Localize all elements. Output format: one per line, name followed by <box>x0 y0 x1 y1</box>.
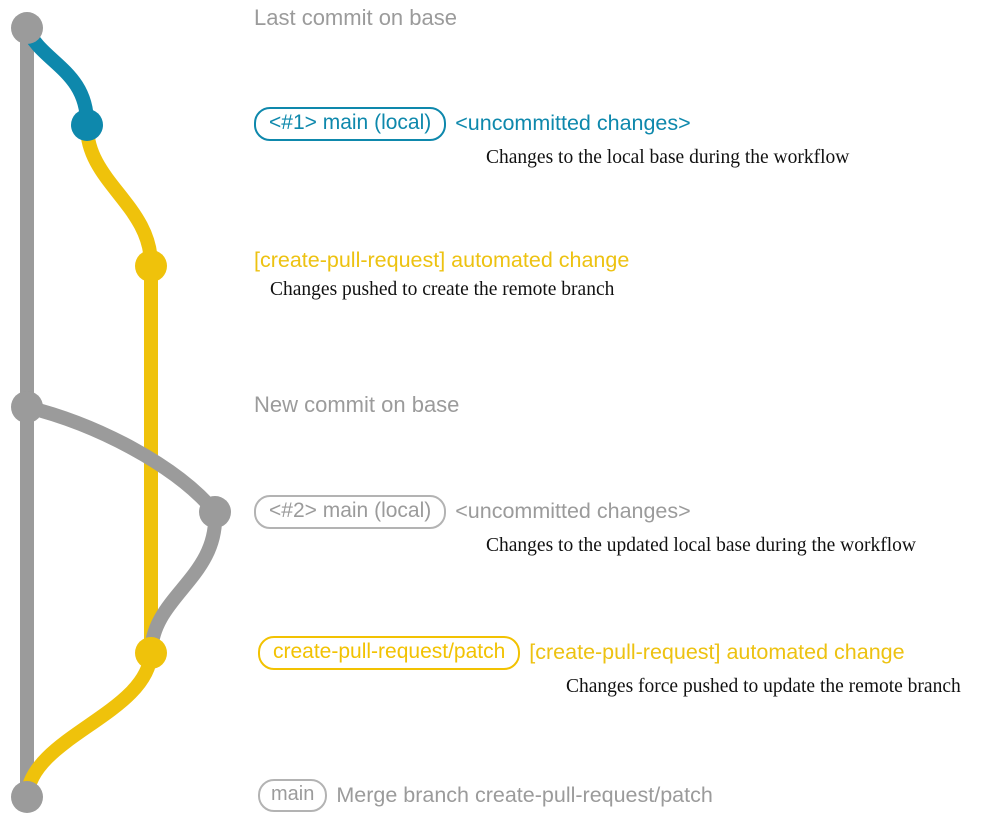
node-base-head <box>11 12 43 44</box>
commit-row-automated-2: create-pull-request/patch [create-pull-r… <box>258 636 961 698</box>
commit-subject-automated-2: [create-pull-request] automated change <box>529 640 905 665</box>
node-local-commit-2 <box>199 496 231 528</box>
edge-base-to-local1 <box>20 21 95 132</box>
commit-subject-new-commit: New commit on base <box>254 392 460 417</box>
branch-badge-main-local-2[interactable]: <#2> main (local) <box>254 495 447 530</box>
commit-row-last-commit: Last commit on base <box>254 5 457 31</box>
commit-note-automated-1: Changes pushed to create the remote bran… <box>270 278 615 300</box>
commit-subject-local-2: <uncommitted changes> <box>455 499 691 524</box>
commit-subject-automated-1: [create-pull-request] automated change <box>254 248 630 272</box>
commit-subject-local-1: <uncommitted changes> <box>455 111 691 136</box>
commit-row-merge: main Merge branch create-pull-request/pa… <box>258 779 713 812</box>
edge-local2-to-remote2 <box>144 505 223 660</box>
edge-remote2-to-merge <box>20 646 158 804</box>
branch-badge-create-pull-request-patch[interactable]: create-pull-request/patch <box>258 636 521 671</box>
graph-nodes <box>11 12 231 813</box>
node-base-new <box>11 391 43 423</box>
edge-base-to-local2 <box>20 400 222 519</box>
commit-note-local-1: Changes to the local base during the wor… <box>486 147 850 169</box>
commit-row-local-2: <#2> main (local) <uncommitted changes> … <box>254 495 916 557</box>
branch-badge-main-local-1[interactable]: <#1> main (local) <box>254 107 447 142</box>
commit-row-local-1: <#1> main (local) <uncommitted changes> … <box>254 107 849 169</box>
commit-note-local-2: Changes to the updated local base during… <box>486 535 916 557</box>
node-local-commit-1 <box>71 109 103 141</box>
commit-note-automated-2: Changes force pushed to update the remot… <box>566 676 961 698</box>
commit-subject-last-commit: Last commit on base <box>254 5 457 30</box>
commit-row-new-commit: New commit on base <box>254 392 459 418</box>
node-remote-commit-2 <box>135 637 167 669</box>
commit-row-automated-1: [create-pull-request] automated change C… <box>254 248 630 301</box>
node-remote-commit-1 <box>135 250 167 282</box>
node-merge-commit <box>11 781 43 813</box>
branch-badge-main[interactable]: main <box>258 779 328 812</box>
commit-subject-merge: Merge branch create-pull-request/patch <box>336 782 713 807</box>
edge-local1-to-remote1 <box>79 118 159 273</box>
